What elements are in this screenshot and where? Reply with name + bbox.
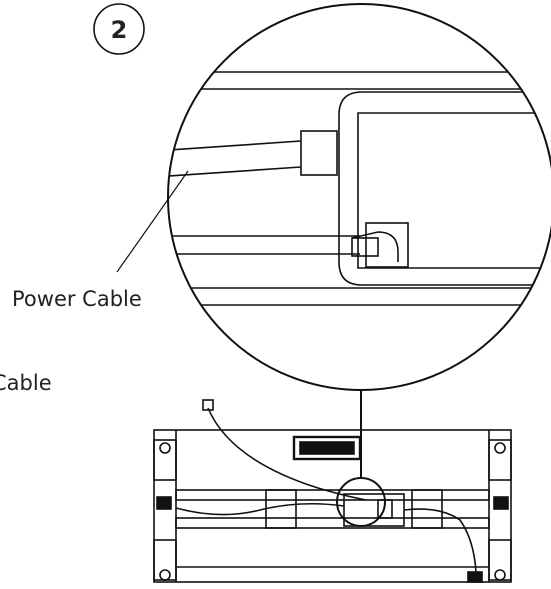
step-badge: 2 [93, 3, 145, 55]
step-badge-circle [93, 3, 145, 55]
cable-label: Cable [0, 371, 52, 395]
power-cable-leader [116, 170, 189, 273]
desk-frame [153, 399, 512, 583]
step-number: 2 [111, 16, 128, 44]
zoom-circle [167, 3, 551, 391]
power-cable-label: Power Cable [12, 287, 142, 311]
zoom-detail [167, 3, 551, 391]
